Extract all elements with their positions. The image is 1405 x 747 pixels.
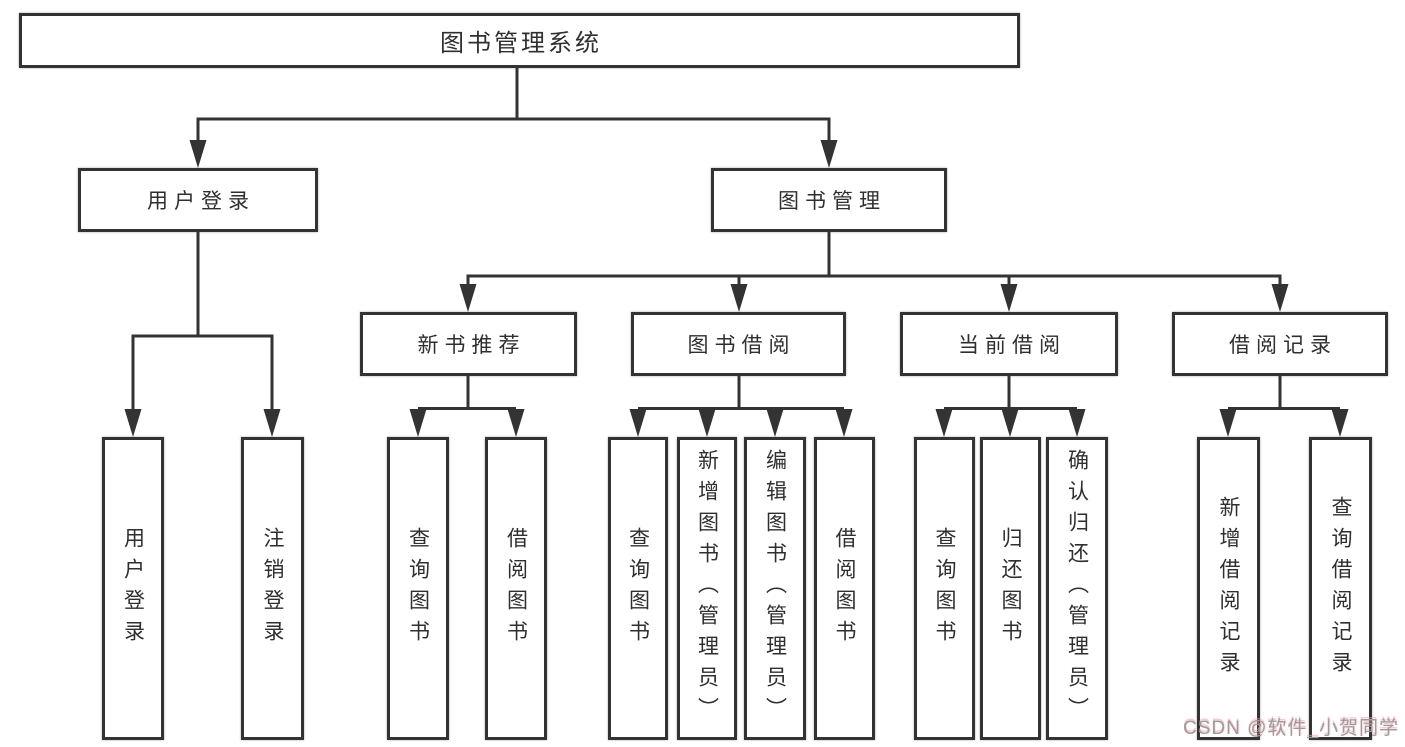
leaf-add-book-admin: 新增图书（管理员）	[677, 437, 737, 740]
node-label: 用户登录	[121, 526, 145, 651]
node-label: 查询图书	[406, 526, 430, 651]
node-label: 确认归还（管理员）	[1065, 449, 1089, 728]
arrowhead-icon	[1331, 409, 1349, 437]
leaf-confirm-return-admin: 确认归还（管理员）	[1046, 437, 1108, 740]
leaf-query-books-2: 查询图书	[608, 437, 668, 740]
leaf-borrow-books-1: 借阅图书	[485, 437, 547, 740]
arrowhead-icon	[730, 284, 748, 312]
node-book-management: 图书管理	[711, 168, 947, 232]
node-label: 新增图书（管理员）	[695, 449, 719, 728]
arrowhead-icon	[124, 409, 142, 437]
arrowhead-icon	[766, 409, 784, 437]
node-book-borrow: 图书借阅	[631, 312, 846, 376]
node-label: 图书管理系统	[440, 30, 602, 57]
arrowhead-icon	[629, 409, 647, 437]
node-current-borrow: 当前借阅	[900, 312, 1118, 376]
arrowhead-icon	[263, 409, 281, 437]
arrowhead-icon	[1068, 409, 1086, 437]
leaf-edit-book-admin: 编辑图书（管理员）	[744, 437, 806, 740]
arrowhead-icon	[698, 409, 716, 437]
watermark: CSDN @软件_小贺同学	[1183, 718, 1399, 739]
arrowhead-icon	[835, 409, 853, 437]
arrowhead-icon	[507, 409, 525, 437]
node-root: 图书管理系统	[19, 13, 1020, 68]
node-label: 借阅图书	[833, 526, 856, 651]
arrowhead-icon	[1000, 284, 1018, 312]
node-label: 借阅记录	[1229, 334, 1337, 357]
node-borrow-records: 借阅记录	[1172, 312, 1388, 376]
leaf-add-borrow-record: 新增借阅记录	[1197, 437, 1260, 740]
node-label: 查询借阅记录	[1329, 495, 1352, 682]
node-label: 注销登录	[261, 526, 284, 651]
arrowhead-icon	[459, 284, 477, 312]
arrowhead-icon	[409, 409, 427, 437]
node-label: 新书推荐	[417, 334, 526, 357]
node-label: 当前借阅	[958, 334, 1066, 357]
arrowhead-icon	[935, 409, 953, 437]
arrowhead-icon	[189, 140, 207, 168]
node-label: 新增借阅记录	[1217, 495, 1240, 682]
node-user-login: 用户登录	[78, 168, 318, 232]
leaf-user-login: 用户登录	[102, 437, 164, 740]
node-label: 借阅图书	[504, 526, 528, 651]
leaf-borrow-books-2: 借阅图书	[814, 437, 875, 740]
leaf-logout: 注销登录	[241, 437, 304, 740]
node-label: 编辑图书（管理员）	[763, 449, 787, 728]
leaf-query-borrow-record: 查询借阅记录	[1309, 437, 1372, 740]
connector-paths	[131, 68, 1340, 411]
leaf-query-books-1: 查询图书	[387, 437, 449, 740]
node-label: 查询图书	[933, 526, 956, 651]
leaf-query-books-3: 查询图书	[914, 437, 975, 740]
arrowhead-icon	[1271, 284, 1289, 312]
node-label: 查询图书	[626, 526, 650, 651]
node-label: 用户登录	[147, 190, 255, 213]
node-new-book-recommend: 新书推荐	[360, 312, 577, 376]
leaf-return-book: 归还图书	[980, 437, 1041, 740]
node-label: 归还图书	[999, 526, 1022, 651]
arrowhead-icon	[820, 140, 838, 168]
arrowhead-icon	[1001, 409, 1019, 437]
node-label: 图书管理	[778, 190, 886, 213]
node-label: 图书借阅	[687, 334, 796, 357]
arrowhead-icon	[1219, 409, 1237, 437]
